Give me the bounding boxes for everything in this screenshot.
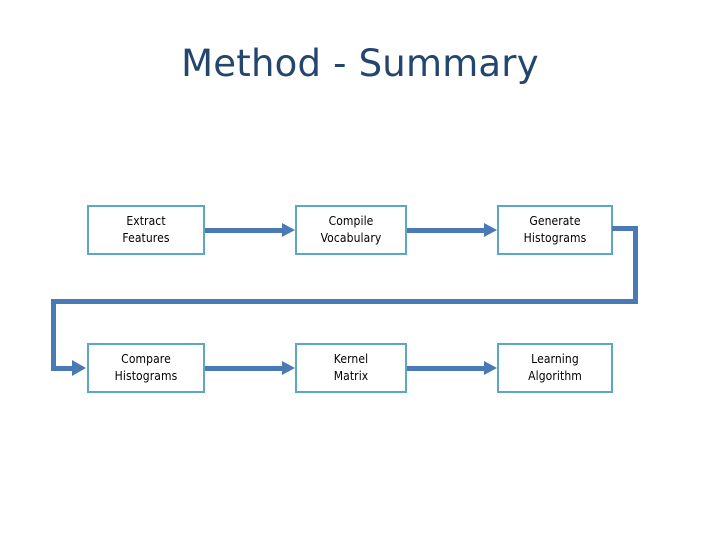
node-label-line1: Extract <box>126 214 166 228</box>
edge-segment-right-stub <box>612 226 638 231</box>
node-label-line2: Histograms <box>523 231 587 245</box>
node-kernel-matrix[interactable]: Kernel Matrix <box>295 343 407 393</box>
arrowhead-icon <box>282 223 295 237</box>
node-label-line2: Matrix <box>333 369 369 383</box>
edge-segment-right-vertical <box>633 226 638 304</box>
node-label-line2: Algorithm <box>528 369 582 383</box>
node-compile-vocabulary[interactable]: Compile Vocabulary <box>295 205 407 255</box>
node-learning-algorithm[interactable]: Learning Algorithm <box>497 343 613 393</box>
node-label-line1: Compare <box>121 352 171 366</box>
node-label-line1: Kernel <box>333 352 369 366</box>
node-label-line2: Features <box>122 231 170 245</box>
arrowhead-icon <box>484 361 497 375</box>
edge-shaft <box>205 228 282 233</box>
node-label-line2: Vocabulary <box>320 231 382 245</box>
node-extract-features[interactable]: Extract Features <box>87 205 205 255</box>
edge-kernel-matrix-to-learning-algorithm <box>407 361 497 375</box>
node-label-line1: Learning <box>531 352 579 366</box>
edge-extract-features-to-compile-vocabulary <box>205 223 295 237</box>
edge-shaft <box>205 366 282 371</box>
node-compare-histograms[interactable]: Compare Histograms <box>87 343 205 393</box>
edge-compile-vocabulary-to-generate-histograms <box>407 223 497 237</box>
edge-shaft <box>407 366 484 371</box>
edge-segment-entry-stub <box>51 366 73 371</box>
arrowhead-icon <box>282 361 295 375</box>
node-label-line2: Histograms <box>114 369 178 383</box>
node-label-line1: Compile <box>328 214 374 228</box>
edge-segment-horizontal-return <box>51 299 638 304</box>
edge-compare-histograms-to-kernel-matrix <box>205 361 295 375</box>
arrowhead-icon <box>484 223 497 237</box>
edge-segment-left-vertical <box>51 299 56 366</box>
edge-shaft <box>407 228 484 233</box>
page-title: Method - Summary <box>181 42 539 85</box>
node-label-line1: Generate <box>529 214 581 228</box>
arrowhead-icon <box>72 360 86 376</box>
node-generate-histograms[interactable]: Generate Histograms <box>497 205 613 255</box>
